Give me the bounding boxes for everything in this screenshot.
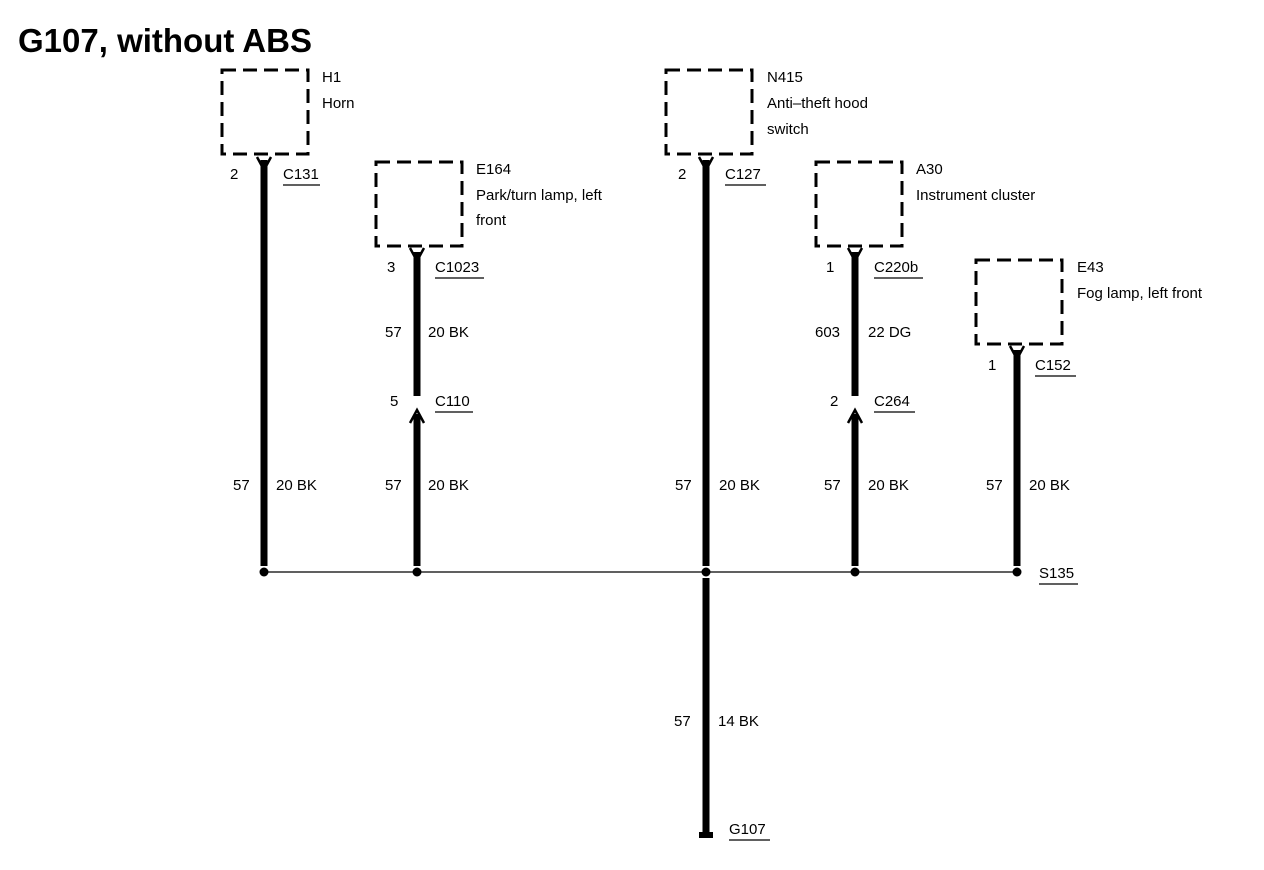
e43-wire-circuit: 57 xyxy=(986,477,1003,494)
e164-name-line1: Park/turn lamp, left xyxy=(476,187,603,204)
diagram-title: G107, without ABS xyxy=(18,22,312,59)
h1-connector-label: C131 xyxy=(283,166,319,183)
splice-label: S135 xyxy=(1039,565,1074,582)
e164-upper-wire-circuit: 57 xyxy=(385,324,402,341)
c110-connector-arrow xyxy=(408,407,426,424)
h1-name: Horn xyxy=(322,95,355,112)
e164-id: E164 xyxy=(476,161,511,178)
e164-name-line2: front xyxy=(476,212,507,229)
a30-upper-wire-circuit: 603 xyxy=(815,324,840,341)
splice-node xyxy=(259,567,269,577)
a30-name: Instrument cluster xyxy=(916,187,1035,204)
e43-wire-color: 20 BK xyxy=(1029,477,1070,494)
ground-terminal-icon xyxy=(699,832,713,838)
a30-component-box xyxy=(814,160,904,248)
c110-pin: 5 xyxy=(390,393,398,410)
c264-connector-arrow xyxy=(846,407,864,424)
e43-name: Fog lamp, left front xyxy=(1077,285,1203,302)
a30-upper-wire-color: 22 DG xyxy=(868,324,911,341)
e164-connector-label: C1023 xyxy=(435,259,479,276)
a30-lower-wire-color: 20 BK xyxy=(868,477,909,494)
n415-wire-circuit: 57 xyxy=(675,477,692,494)
splice-node xyxy=(1012,567,1022,577)
e43-component-box xyxy=(974,258,1064,346)
h1-id: H1 xyxy=(322,69,341,86)
c110-connector-label: C110 xyxy=(435,393,470,410)
a30-connector-label: C220b xyxy=(874,259,918,276)
e43-pin: 1 xyxy=(988,357,996,374)
e164-component-box xyxy=(374,160,464,248)
n415-connector-label: C127 xyxy=(725,166,761,183)
splice-node xyxy=(701,567,711,577)
splice-node xyxy=(850,567,860,577)
a30-lower-wire-circuit: 57 xyxy=(824,477,841,494)
e43-connector-label: C152 xyxy=(1035,357,1071,374)
c264-connector-label: C264 xyxy=(874,393,910,410)
ground-wire-color: 14 BK xyxy=(718,713,759,730)
n415-name-line2: switch xyxy=(767,121,809,138)
splice-node xyxy=(412,567,422,577)
e164-pin: 3 xyxy=(387,259,395,276)
e43-id: E43 xyxy=(1077,259,1104,276)
e164-upper-wire-color: 20 BK xyxy=(428,324,469,341)
h1-wire-color: 20 BK xyxy=(276,477,317,494)
e164-lower-wire-circuit: 57 xyxy=(385,477,402,494)
n415-wire-color: 20 BK xyxy=(719,477,760,494)
n415-id: N415 xyxy=(767,69,803,86)
a30-id: A30 xyxy=(916,161,943,178)
c264-pin: 2 xyxy=(830,393,838,410)
h1-component-box xyxy=(220,68,310,156)
n415-component-box xyxy=(664,68,754,156)
h1-pin: 2 xyxy=(230,166,238,183)
a30-pin: 1 xyxy=(826,259,834,276)
ground-wire-circuit: 57 xyxy=(674,713,691,730)
h1-wire-circuit: 57 xyxy=(233,477,250,494)
n415-name-line1: Anti–theft hood xyxy=(767,95,868,112)
e164-lower-wire-color: 20 BK xyxy=(428,477,469,494)
n415-pin: 2 xyxy=(678,166,686,183)
ground-label: G107 xyxy=(729,821,766,838)
